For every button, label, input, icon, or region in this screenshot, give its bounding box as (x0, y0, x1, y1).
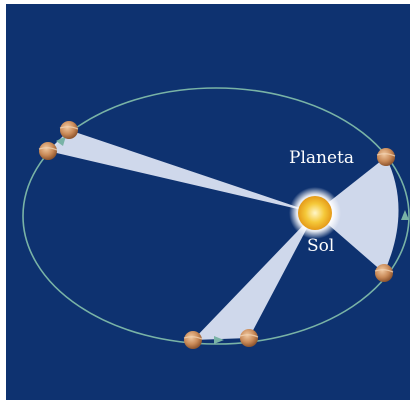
orbit-arrow-bottom-icon (214, 336, 224, 344)
sun-icon (298, 196, 332, 230)
planet-label: Planeta (289, 148, 354, 168)
orbit-arrow-right-icon (401, 210, 409, 220)
planet-icon (376, 148, 396, 166)
orbit-arrow-left-icon (56, 136, 66, 146)
swept-area-right (315, 157, 399, 273)
swept-area-left (48, 130, 315, 213)
planet-icon (239, 329, 259, 347)
planet-icon (374, 264, 394, 282)
sun-label: Sol (307, 236, 334, 256)
planet-icon (59, 121, 79, 139)
swept-area-bottom (193, 213, 315, 340)
planet-icon (38, 142, 58, 160)
planet-icon (183, 331, 203, 349)
orbit-ellipse (22, 87, 410, 345)
